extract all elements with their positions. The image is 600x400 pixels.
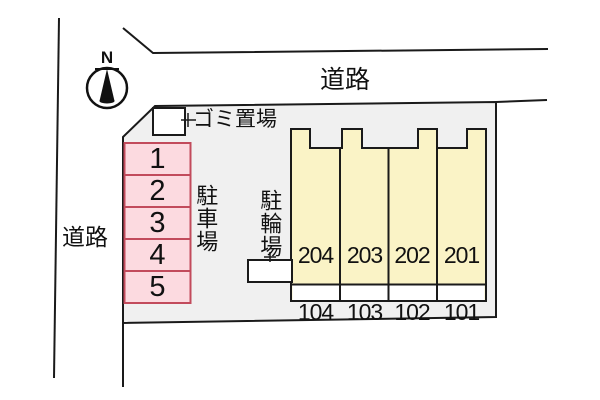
parking-stall-5-number: 5 — [149, 271, 166, 303]
top-road-lower-edge-extension — [495, 99, 548, 103]
unit-label-202-102: 202 102 — [388, 208, 436, 360]
unit-upper-number: 201 — [443, 242, 480, 268]
unit-label-201-101: 201 101 — [437, 208, 486, 360]
unit-lower-number: 101 — [443, 299, 480, 325]
top-road-upper-edge — [122, 27, 549, 55]
parking-stall-3-box — [123, 206, 192, 240]
parking-stall-2-number: 2 — [149, 175, 166, 207]
garbage-area-box — [152, 107, 186, 136]
parking-stall-4-number: 4 — [149, 239, 166, 271]
unit-upper-number: 202 — [394, 242, 430, 268]
unit-lower-number: 103 — [346, 299, 383, 325]
parking-stall-1-number: 1 — [149, 143, 166, 175]
parking-stall-1-box — [123, 142, 192, 176]
left-road-label: 道路 — [62, 224, 108, 250]
parking-stall-5-box — [123, 270, 192, 304]
compass-needle-icon — [99, 69, 115, 101]
compass-needle-base-icon — [99, 98, 115, 104]
bicycle-area-label: 駐輪場 — [257, 189, 283, 258]
unit-upper-number: 203 — [346, 242, 383, 268]
parking-stall-3-number: 3 — [149, 207, 166, 239]
unit-lower-number: 104 — [297, 299, 334, 325]
parking-stall-2-box — [123, 174, 192, 208]
garbage-area-label: ゴミ置場 — [193, 108, 277, 131]
unit-upper-number: 204 — [297, 242, 334, 268]
north-label: N — [95, 48, 119, 70]
left-road-left-edge — [53, 17, 60, 379]
unit-label-204-104: 204 104 — [291, 208, 340, 360]
bicycle-area-box — [247, 259, 293, 283]
unit-lower-number: 102 — [394, 299, 430, 325]
parking-area-label: 駐車場 — [193, 184, 219, 253]
unit-label-203-103: 203 103 — [340, 208, 389, 360]
top-road-label: 道路 — [320, 66, 371, 94]
parking-stall-4-box — [123, 238, 192, 272]
